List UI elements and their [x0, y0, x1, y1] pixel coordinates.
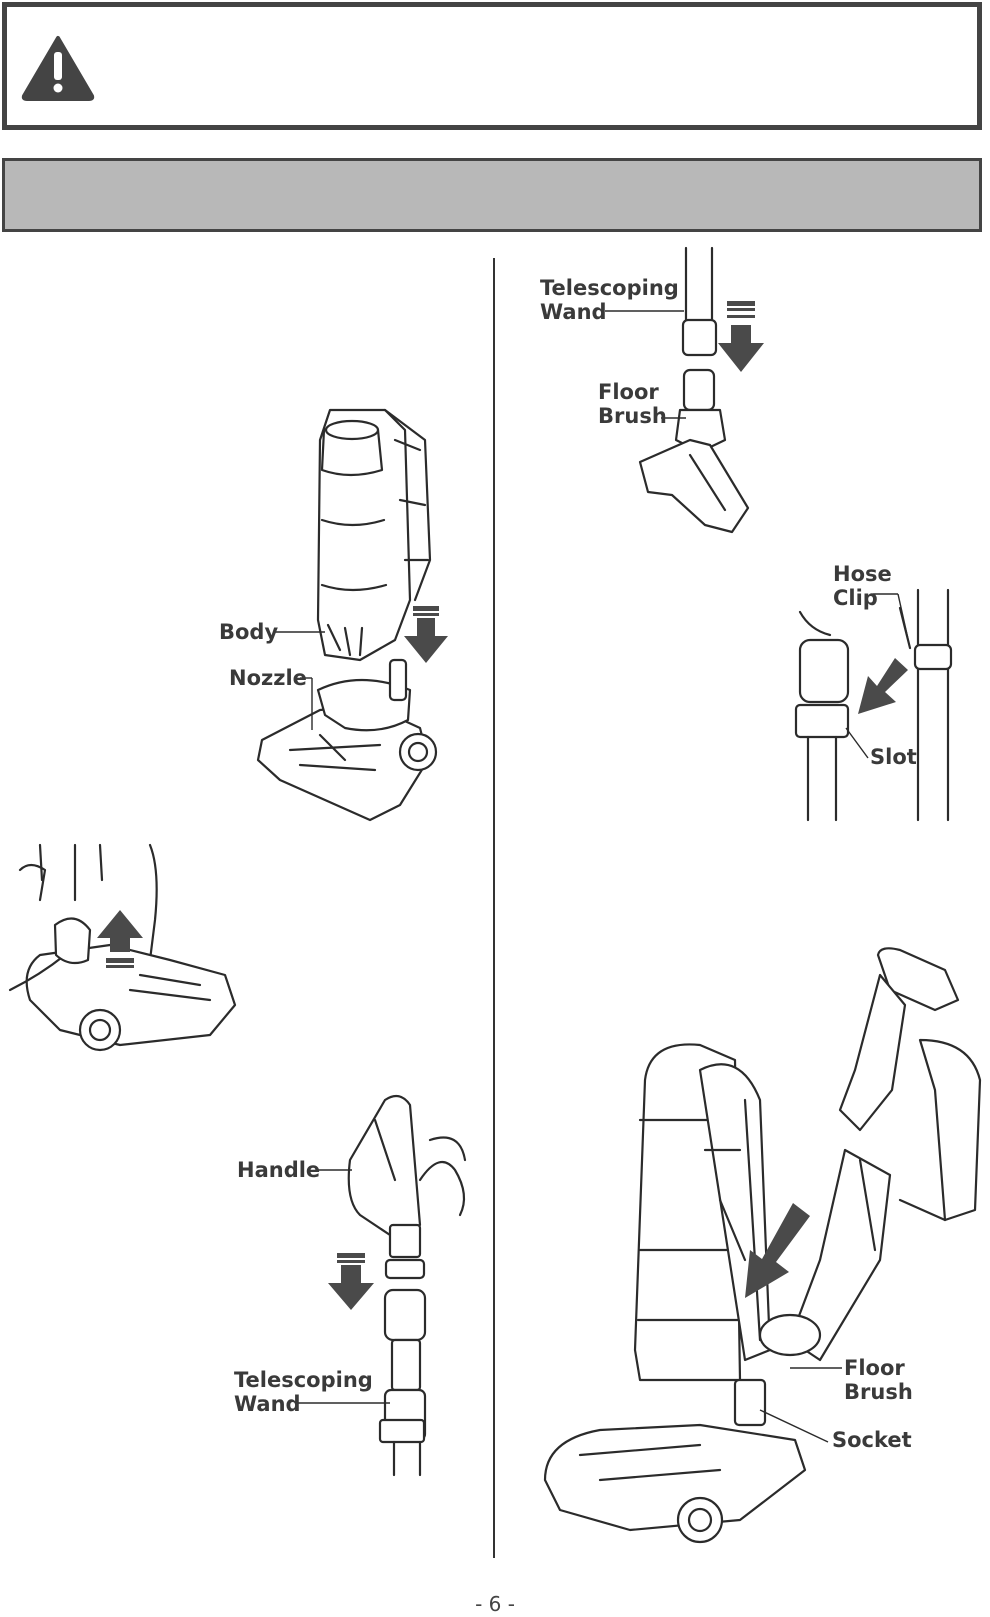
page-number: - 6 - — [465, 1592, 525, 1616]
floor-brush-label-bottom: Floor Brush — [844, 1356, 913, 1404]
socket-label: Socket — [832, 1428, 912, 1452]
